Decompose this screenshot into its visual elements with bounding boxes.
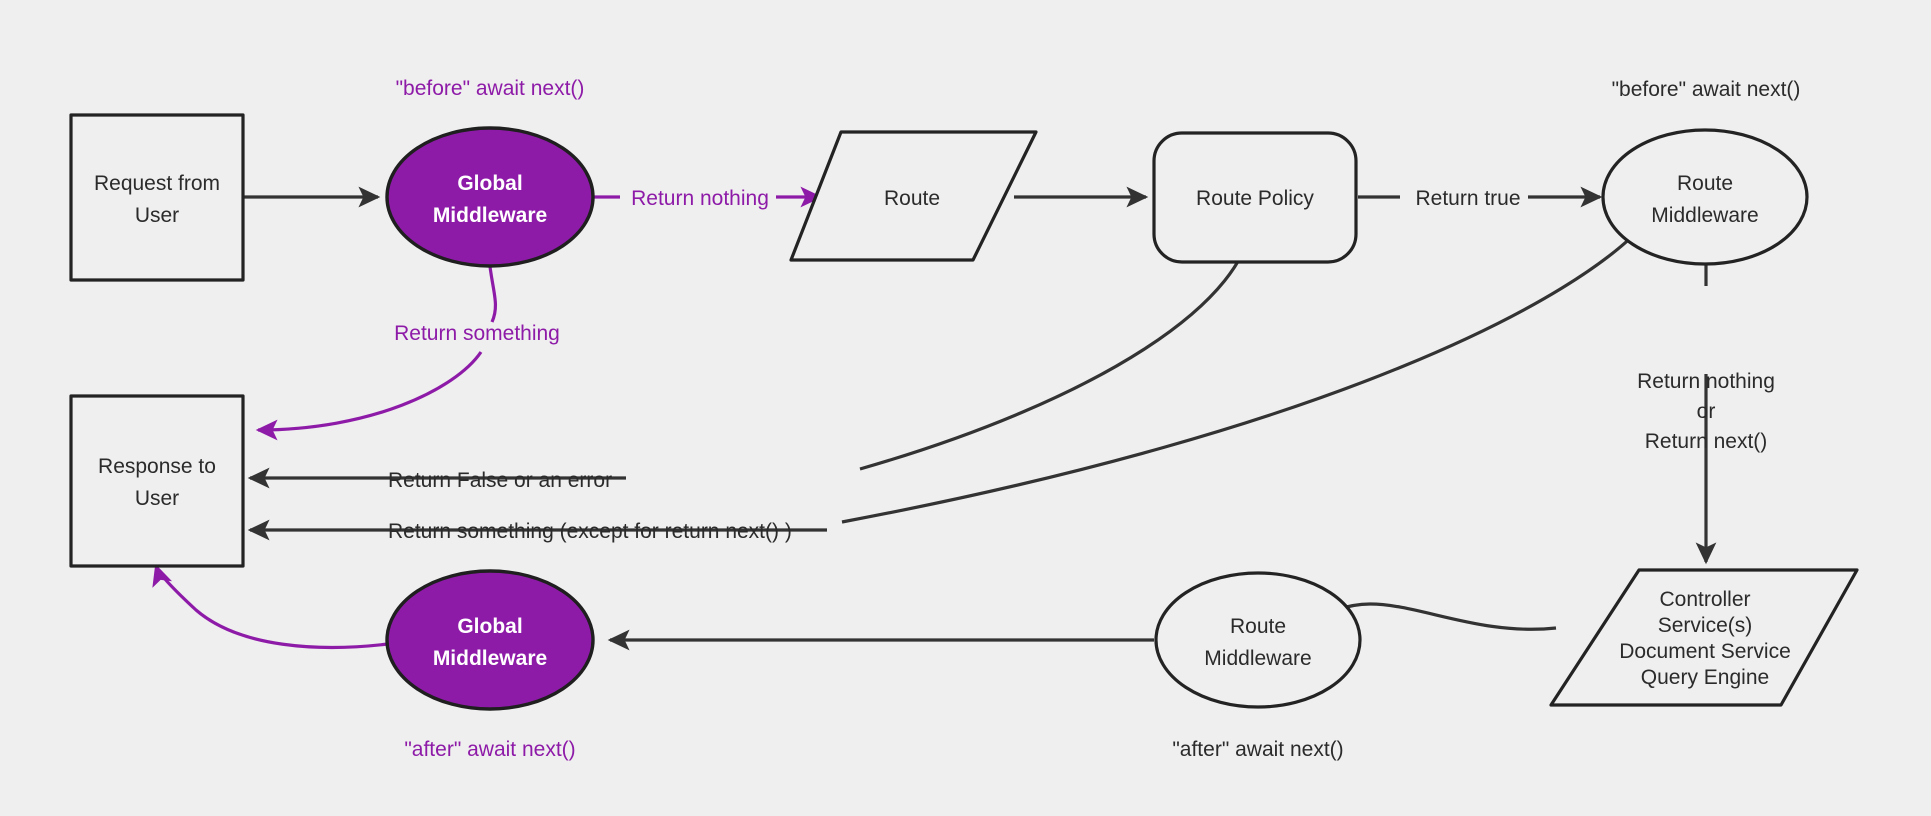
response-to-user-shape	[69, 394, 245, 568]
edge-global-to-response-curve	[255, 351, 483, 441]
node-request-from-user[interactable]: Request from User	[69, 113, 245, 282]
global-middleware-after-label-line2: Middleware	[433, 647, 547, 670]
node-global-middleware-before[interactable]: Global Middleware	[385, 126, 595, 268]
edge-label-return-nothing-or-next-2: or	[1697, 400, 1716, 423]
request-from-user-label-line1: Request from	[94, 172, 220, 195]
edge-global-after-to-response	[152, 563, 389, 650]
request-from-user-label-line2: User	[135, 204, 179, 227]
edge-label-return-something: Return something	[394, 322, 560, 345]
global-middleware-after-label-line1: Global	[457, 615, 522, 638]
edge-label-return-nothing-or-next-3: Return next()	[1645, 430, 1768, 453]
response-to-user-label-line2: User	[135, 487, 179, 510]
global-middleware-before-label-line2: Middleware	[433, 204, 547, 227]
route-shape	[789, 130, 1038, 262]
controller-services-label-line3: Document Service	[1619, 640, 1791, 663]
route-middleware-after-shape	[1154, 571, 1362, 709]
annotation-after-await-next-global: "after" await next()	[404, 738, 575, 761]
edge-label-return-something-except: Return something (except for return next…	[388, 520, 792, 543]
edge-routemw-to-response-curve	[841, 218, 1650, 524]
edge-label-return-true: Return true	[1415, 187, 1520, 210]
annotation-after-await-next-route: "after" await next()	[1172, 738, 1343, 761]
edge-label-return-nothing-or-next-1: Return nothing	[1637, 370, 1775, 393]
route-middleware-before-label-line2: Middleware	[1651, 204, 1758, 227]
global-middleware-after-shape	[385, 569, 595, 711]
controller-services-label-line2: Service(s)	[1658, 614, 1753, 637]
controller-services-label-line4: Query Engine	[1641, 666, 1769, 689]
route-policy-label: Route Policy	[1196, 187, 1314, 210]
node-route[interactable]: Route	[789, 130, 1038, 262]
annotation-before-await-next-route: "before" await next()	[1612, 78, 1801, 101]
request-from-user-shape	[69, 113, 245, 282]
route-middleware-before-label-line1: Route	[1677, 172, 1733, 195]
global-middleware-before-label-line1: Global	[457, 172, 522, 195]
edge-label-return-false-or-error: Return False or an error	[388, 469, 612, 492]
controller-services-shape	[1549, 568, 1859, 707]
node-route-middleware-before[interactable]: Route Middleware	[1601, 128, 1809, 266]
node-route-policy[interactable]: Route Policy	[1152, 131, 1358, 264]
annotation-before-await-next-global: "before" await next()	[396, 77, 585, 100]
global-middleware-before-shape	[385, 126, 595, 268]
route-policy-shape	[1152, 131, 1358, 264]
node-route-middleware-after[interactable]: Route Middleware	[1154, 571, 1362, 709]
route-middleware-after-label-line2: Middleware	[1204, 647, 1311, 670]
route-middleware-after-label-line1: Route	[1230, 615, 1286, 638]
response-to-user-label-line1: Response to	[98, 455, 216, 478]
route-label: Route	[884, 187, 940, 210]
edge-label-return-nothing: Return nothing	[631, 187, 769, 210]
route-middleware-before-shape	[1601, 128, 1809, 266]
node-controller-services[interactable]: Controller Service(s) Document Service Q…	[1549, 568, 1859, 707]
controller-services-label-line1: Controller	[1659, 588, 1750, 611]
node-global-middleware-after[interactable]: Global Middleware	[385, 569, 595, 711]
node-response-to-user[interactable]: Response to User	[69, 394, 245, 568]
